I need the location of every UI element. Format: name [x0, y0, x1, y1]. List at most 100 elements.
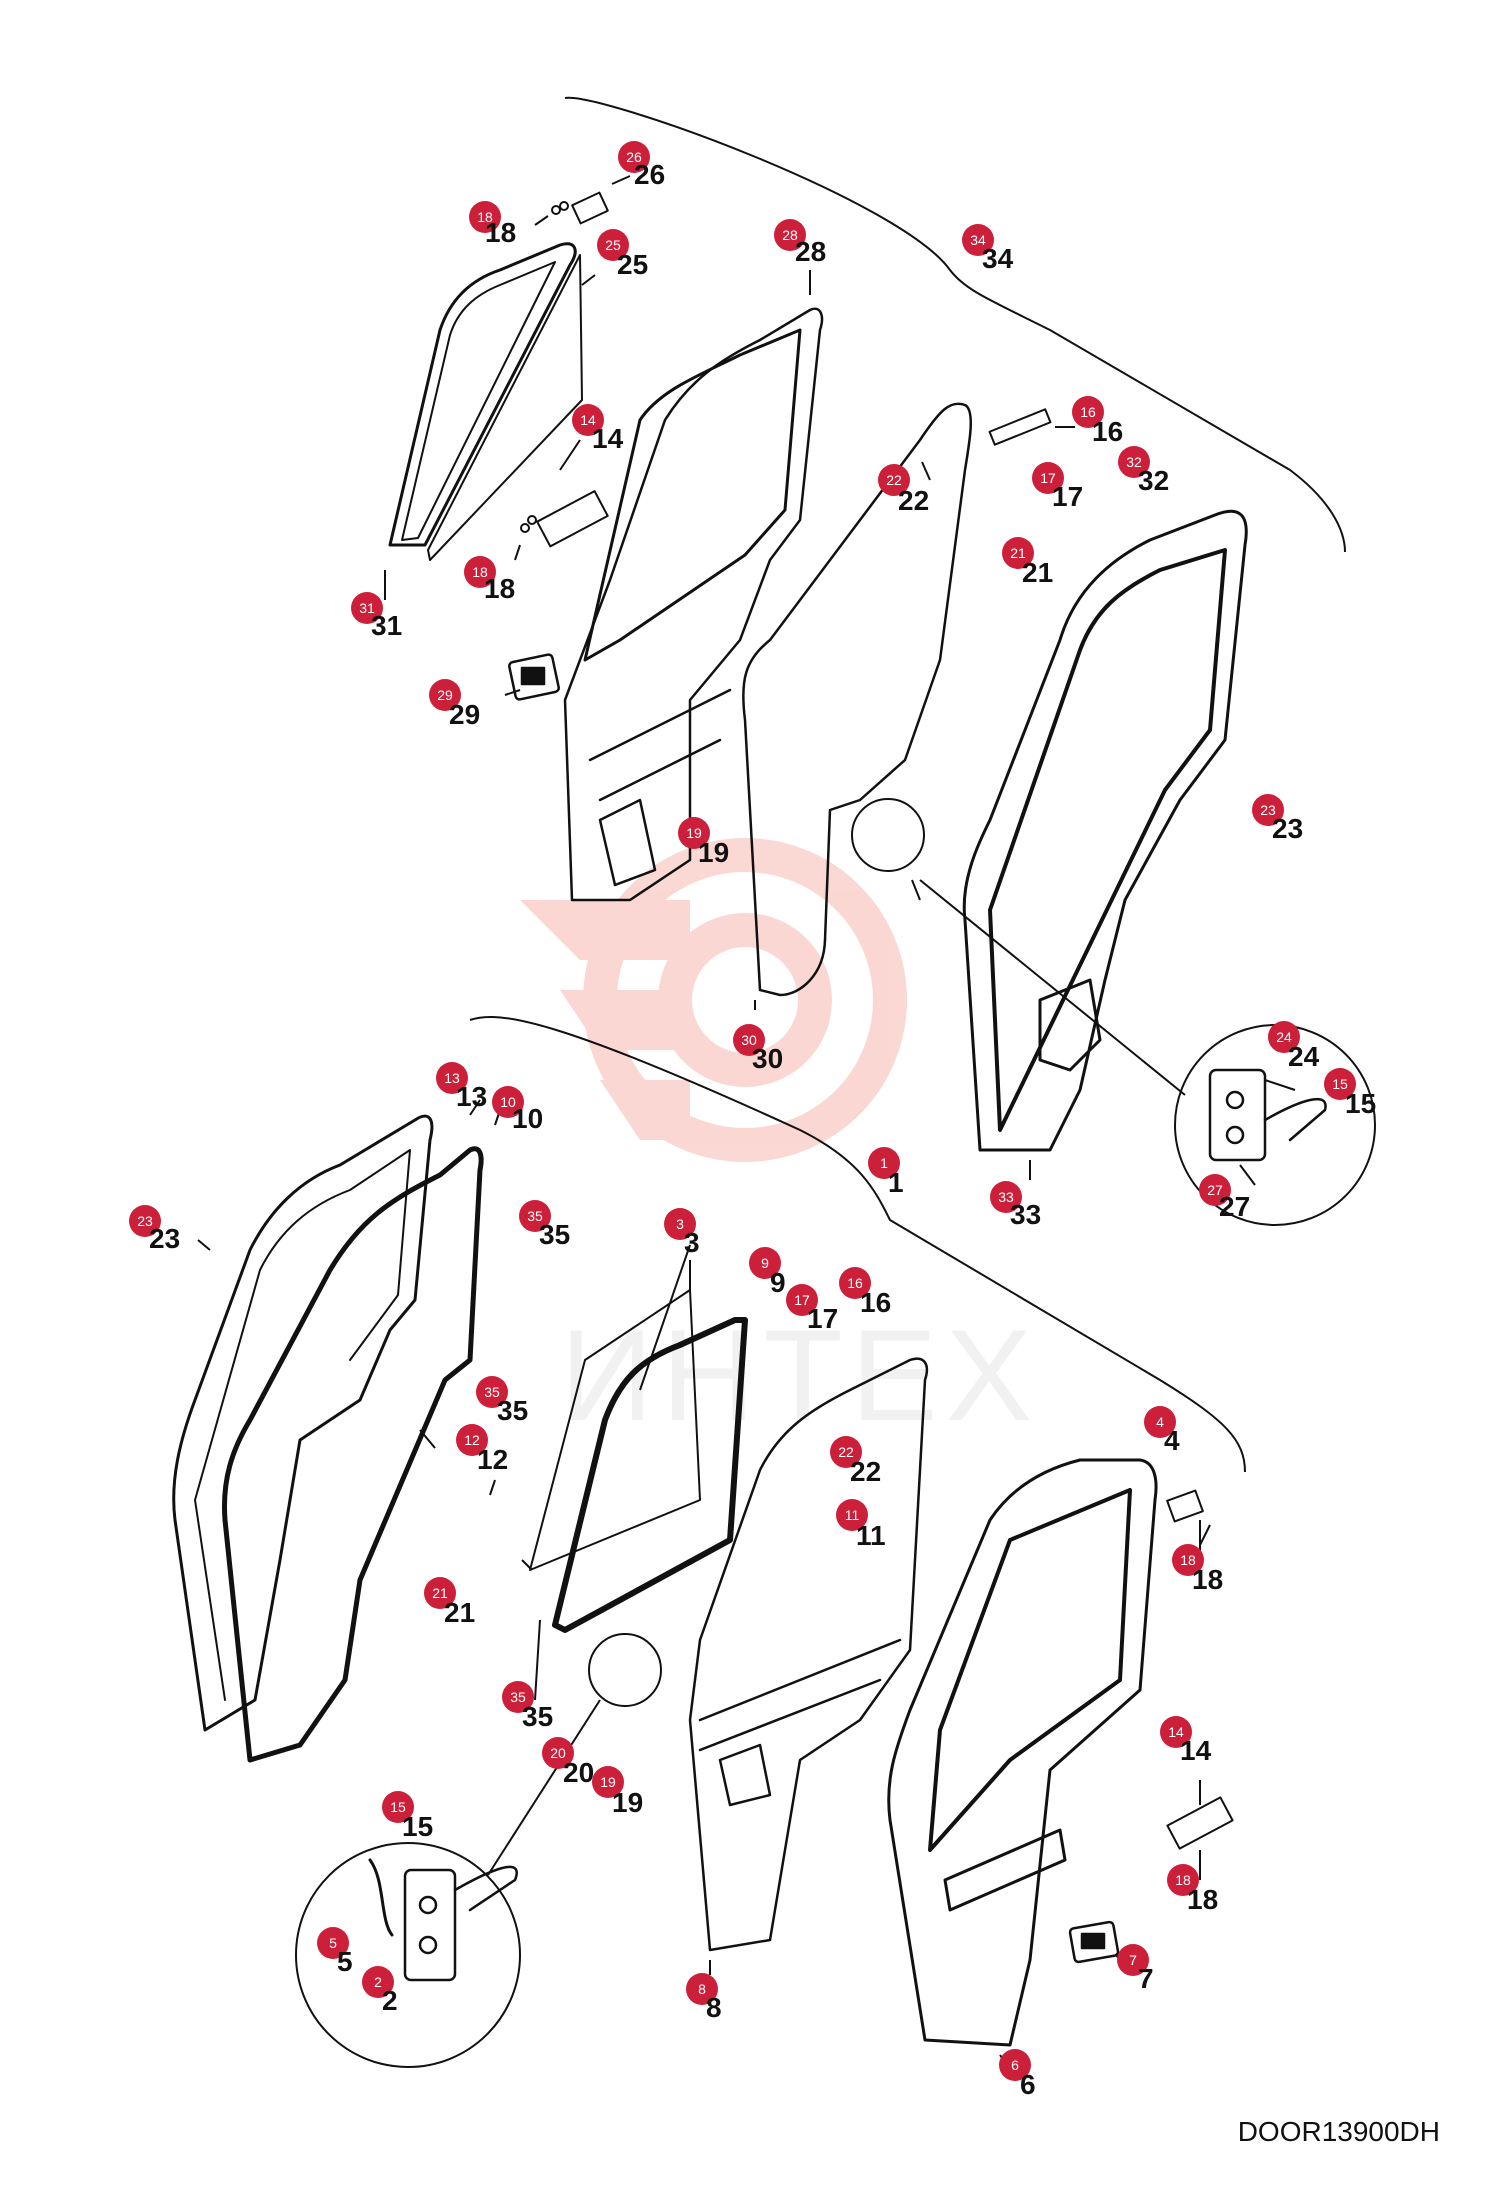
part-4-bracket: [1166, 1489, 1204, 1523]
svg-text:15: 15: [390, 1799, 406, 1815]
bracket-lower-assembly: [469, 1016, 1246, 1473]
svg-text:18: 18: [477, 209, 493, 225]
callout-7: 7 7: [1117, 1944, 1154, 1994]
svg-text:8: 8: [706, 1992, 722, 2023]
callout-16: 16 16: [1072, 396, 1123, 447]
svg-text:11: 11: [856, 1520, 886, 1551]
callout-18: 18 18: [1167, 1864, 1218, 1915]
svg-text:1: 1: [880, 1155, 888, 1171]
callout-24: 24 24: [1268, 1021, 1320, 1072]
svg-text:30: 30: [752, 1043, 783, 1074]
svg-text:19: 19: [686, 825, 702, 841]
callout-14: 14 14: [1160, 1716, 1212, 1766]
callout-27: 27 27: [1199, 1174, 1250, 1222]
callout-15: 15 15: [1324, 1068, 1376, 1119]
svg-text:17: 17: [807, 1303, 838, 1334]
inset-lower-small: [588, 1633, 662, 1707]
svg-text:15: 15: [1345, 1088, 1376, 1119]
svg-text:22: 22: [838, 1444, 854, 1460]
svg-text:3: 3: [684, 1227, 700, 1258]
svg-text:21: 21: [432, 1585, 448, 1601]
svg-text:22: 22: [886, 472, 902, 488]
leader-lower-inset: [487, 1699, 601, 1876]
svg-text:23: 23: [137, 1213, 153, 1229]
svg-text:29: 29: [437, 687, 453, 703]
part-10-gasket: [222, 1146, 484, 1763]
inset-lower-latch: [295, 1842, 521, 2068]
svg-text:18: 18: [1180, 1552, 1196, 1568]
svg-text:7: 7: [1138, 1963, 1154, 1994]
inset-upper-small: [851, 798, 925, 872]
svg-text:31: 31: [359, 600, 375, 616]
callout-17: 17 17: [1032, 462, 1083, 512]
svg-text:14: 14: [592, 423, 624, 454]
callout-31: 31 31: [351, 592, 402, 641]
part-24-latch-upper: [1208, 1068, 1327, 1162]
svg-text:23: 23: [1260, 802, 1276, 818]
svg-text:14: 14: [580, 412, 596, 428]
callout-25: 25 25: [597, 229, 648, 280]
svg-text:28: 28: [795, 236, 826, 267]
svg-text:35: 35: [484, 1384, 500, 1400]
svg-text:31: 31: [371, 610, 402, 641]
part-25-glass: [427, 254, 583, 561]
svg-text:35: 35: [522, 1701, 553, 1732]
part-26-bracket: [551, 191, 609, 225]
callout-4: 4 4: [1144, 1406, 1180, 1456]
part-14-hinge-upper: [520, 490, 609, 548]
svg-text:18: 18: [1192, 1564, 1223, 1595]
svg-text:23: 23: [149, 1223, 180, 1254]
svg-text:18: 18: [484, 573, 515, 604]
svg-text:27: 27: [1207, 1182, 1223, 1198]
svg-text:2: 2: [374, 1974, 382, 1990]
svg-text:10: 10: [512, 1103, 543, 1134]
callout-9: 9 9: [749, 1247, 786, 1298]
svg-text:12: 12: [477, 1444, 508, 1475]
callout-1: 1 1: [868, 1147, 904, 1198]
svg-text:14: 14: [1180, 1735, 1212, 1766]
svg-text:20: 20: [563, 1757, 594, 1788]
callout-12: 12 12: [456, 1424, 508, 1475]
callout-18: 18 18: [1172, 1544, 1223, 1595]
svg-text:21: 21: [444, 1597, 475, 1628]
callout-34: 34 34: [962, 224, 1014, 274]
svg-text:34: 34: [982, 243, 1014, 274]
svg-text:21: 21: [1022, 557, 1053, 588]
svg-text:33: 33: [998, 1189, 1014, 1205]
part-35-glass: [529, 1289, 701, 1571]
part-13-door-frame: [172, 1114, 434, 1732]
svg-text:9: 9: [761, 1255, 769, 1271]
callout-14: 14 14: [572, 404, 624, 454]
svg-text:5: 5: [337, 1946, 353, 1977]
svg-text:2: 2: [382, 1985, 398, 2016]
svg-text:33: 33: [1010, 1199, 1041, 1230]
svg-text:7: 7: [1129, 1952, 1137, 1968]
svg-text:19: 19: [600, 1774, 616, 1790]
svg-text:13: 13: [456, 1081, 487, 1112]
svg-text:21: 21: [1010, 545, 1026, 561]
svg-text:16: 16: [1080, 404, 1096, 420]
callout-2: 2 2: [362, 1966, 398, 2016]
part-29-handle: [508, 653, 560, 701]
svg-text:4: 4: [1156, 1414, 1164, 1430]
callout-19: 19 19: [678, 817, 729, 868]
callout-22: 22 22: [830, 1436, 881, 1487]
svg-text:15: 15: [1332, 1076, 1348, 1092]
callout-28: 28 28: [774, 219, 826, 267]
callout-33: 33 33: [990, 1181, 1041, 1230]
part-9-window-frame: [552, 1317, 748, 1633]
svg-text:19: 19: [612, 1787, 643, 1818]
svg-text:20: 20: [550, 1745, 566, 1761]
callout-35: 35 35: [476, 1376, 528, 1426]
callout-15: 15 15: [382, 1791, 433, 1842]
part-16-plate-upper: [988, 408, 1052, 446]
callout-17: 17 17: [786, 1284, 838, 1334]
part-31-window-frame: [388, 242, 577, 547]
bracket-upper-assembly: [564, 96, 1346, 553]
leader-upper-inset: [919, 879, 1186, 1096]
drawing-code: DOOR13900DH: [1237, 2116, 1440, 2147]
svg-text:30: 30: [741, 1032, 757, 1048]
callout-11: 11 11: [836, 1499, 886, 1551]
svg-text:10: 10: [500, 1094, 516, 1110]
